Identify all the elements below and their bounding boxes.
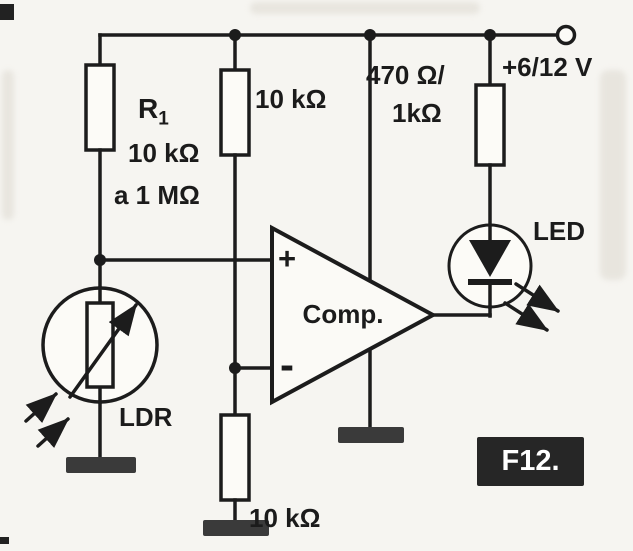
comparator-ground-branch [338, 33, 404, 443]
light-arrow-icon [24, 392, 58, 424]
junction-dot [94, 254, 106, 266]
led-resistor-value-line1: 470 Ω/ [366, 60, 445, 90]
scan-corner-mark [0, 4, 14, 20]
ground-symbol [66, 457, 136, 473]
supply-voltage-label: +6/12 V [502, 52, 593, 82]
figure-tag: F12. [477, 437, 584, 486]
comparator-label: Comp. [302, 299, 384, 329]
resistor-r1 [84, 63, 116, 152]
divider-branch [203, 33, 274, 536]
scan-smudge [250, 2, 480, 14]
resistor-led [474, 83, 506, 167]
ldr-branch [24, 33, 274, 473]
junction-dot [229, 362, 241, 374]
junction-dot [364, 29, 376, 41]
ground-symbol [338, 427, 404, 443]
resistor-r1-value-line2: a 1 MΩ [114, 180, 200, 210]
r1-name-base: R [138, 93, 159, 124]
scan-smudge [600, 70, 626, 280]
resistor-bottom-value: 10 kΩ [249, 503, 321, 533]
comparator-minus-input-label: - [280, 341, 294, 388]
led-label: LED [533, 216, 585, 246]
led-diode-triangle [469, 240, 511, 277]
r1-name-sub: 1 [158, 108, 169, 130]
led-branch [447, 33, 560, 332]
junction-dot [484, 29, 496, 41]
led-resistor-value-line2: 1kΩ [392, 98, 442, 128]
ground-symbol [203, 520, 269, 536]
scan-edge-mark [0, 537, 9, 544]
led-light-arrow-icon [514, 282, 560, 313]
resistor-top-value: 10 kΩ [255, 84, 327, 114]
led-light-arrow-icon [503, 301, 549, 332]
supply-terminal [555, 24, 577, 46]
resistor-top [219, 68, 251, 157]
comparator-symbol [270, 224, 438, 406]
resistor-bottom [219, 413, 251, 502]
scan-smudge [2, 70, 14, 220]
light-arrow-icon [36, 417, 70, 449]
junction-dots [94, 29, 496, 374]
ldr-variable-arrow-icon [68, 303, 138, 399]
junction-dot [229, 29, 241, 41]
resistor-r1-name: R1 [138, 94, 169, 130]
ldr-label: LDR [119, 402, 173, 432]
resistor-r1-value-line1: 10 kΩ [128, 138, 200, 168]
led-cathode-bar [468, 279, 512, 285]
comparator-plus-input-label: + [278, 241, 297, 276]
power-rail [98, 24, 577, 46]
